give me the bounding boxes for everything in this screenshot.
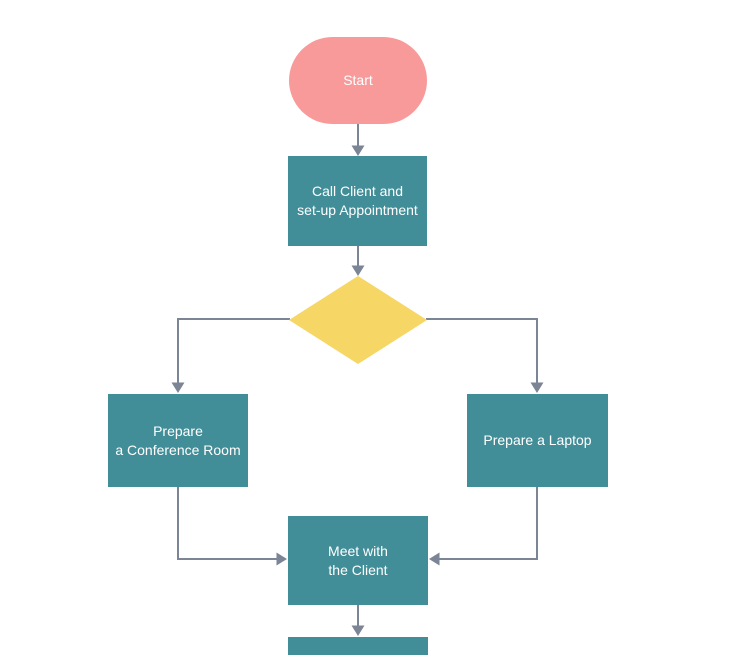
- node-meet-client-label: Meet with the Client: [328, 542, 388, 578]
- connector-meet-to-next: [351, 605, 365, 636]
- arrowhead-down-icon: [351, 265, 365, 276]
- node-call-client-process[interactable]: Call Client and set-up Appointment: [288, 156, 427, 246]
- connector-decision-to-room: [171, 318, 290, 393]
- connector-start-to-call: [351, 124, 365, 156]
- node-meet-client-process[interactable]: Meet with the Client: [288, 516, 428, 605]
- arrowhead-down-icon: [171, 382, 185, 393]
- node-next-step-process[interactable]: [288, 637, 428, 655]
- node-prepare-conference-room-process[interactable]: Prepare a Conference Room: [108, 394, 248, 487]
- node-prepare-laptop-label: Prepare a Laptop: [483, 432, 592, 448]
- node-call-client-label: Call Client and set-up Appointment: [297, 183, 418, 218]
- connector-laptop-to-meet: [429, 487, 538, 566]
- arrowhead-left-icon: [429, 552, 440, 566]
- connector-room-to-meet: [177, 487, 287, 566]
- node-prepare-conference-room-label: Prepare a Conference Room: [115, 422, 241, 458]
- connector-decision-to-laptop: [426, 318, 544, 393]
- node-start-terminator[interactable]: Start: [289, 37, 427, 124]
- node-start-label: Start: [343, 72, 373, 88]
- arrowhead-down-icon: [351, 145, 365, 156]
- arrowhead-down-icon: [351, 625, 365, 636]
- arrowhead-down-icon: [530, 382, 544, 393]
- connector-call-to-decision: [351, 246, 365, 276]
- node-prepare-laptop-process[interactable]: Prepare a Laptop: [467, 394, 608, 487]
- arrowhead-right-icon: [276, 552, 287, 566]
